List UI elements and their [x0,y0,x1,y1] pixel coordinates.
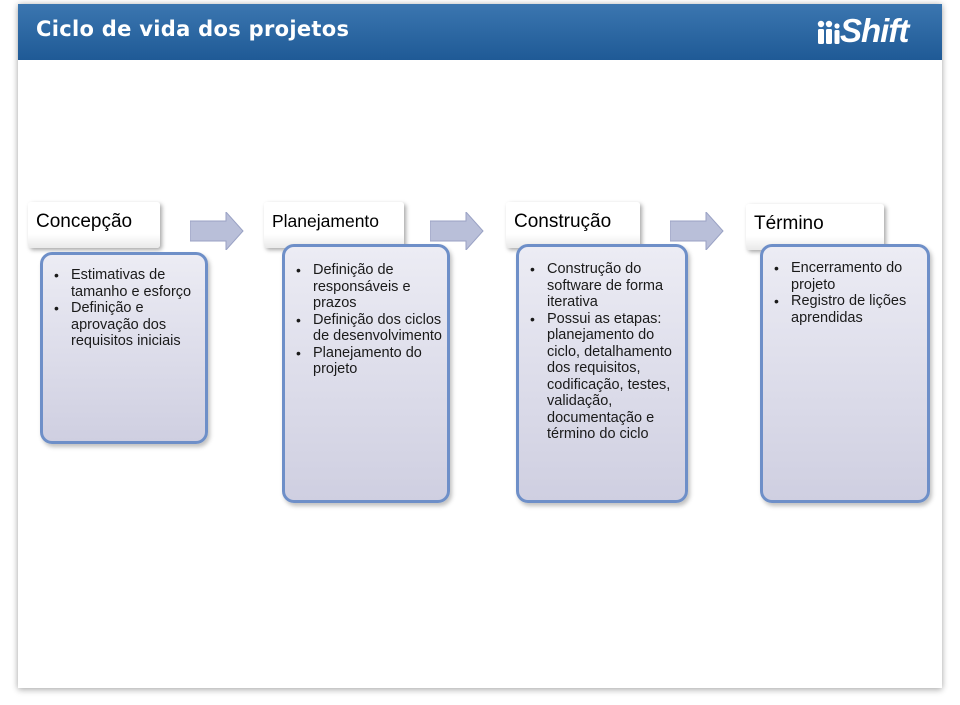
arrow-right-icon [430,212,484,250]
phase-item: Registro de lições aprendidas [774,293,927,326]
phase-tab: Planejamento [264,202,404,248]
logo-text: Shift [840,12,909,49]
phase-tab: Término [746,204,884,250]
phase-tab: Concepção [28,202,160,248]
phase-item: Possui as etapas: planejamento do ciclo,… [530,311,685,443]
phase-title: Planejamento [272,211,380,231]
phase-item: Definição de responsáveis e prazos [296,262,447,312]
slide-title: Ciclo de vida dos projetos [36,17,350,41]
phase-item: Encerramento do projeto [774,260,927,293]
phase-box: Construção do software de forma iterativ… [516,244,688,503]
phase-item: Estimativas de tamanho e esforço [54,267,205,300]
phase-box: Encerramento do projeto Registro de liçõ… [760,244,930,503]
slide-header: Ciclo de vida dos projetos Shift [18,4,942,60]
phase-title: Término [754,213,824,234]
arrow-right-icon [670,212,724,250]
people-logo-icon [817,20,840,44]
phase-title: Construção [514,211,612,232]
phase-item: Definição dos ciclos de desenvolvimento [296,312,447,345]
phase-box: Definição de responsáveis e prazos Defin… [282,244,450,503]
arrow-right-icon [190,212,244,250]
phase-item: Planejamento do projeto [296,345,447,378]
phase-title: Concepção [36,211,133,232]
phase-item: Definição e aprovação dos requisitos ini… [54,300,205,350]
phase-box: Estimativas de tamanho e esforço Definiç… [40,252,208,444]
shift-logo: Shift [816,12,928,56]
phase-item: Construção do software de forma iterativ… [530,261,685,311]
phase-tab: Construção [506,202,640,248]
